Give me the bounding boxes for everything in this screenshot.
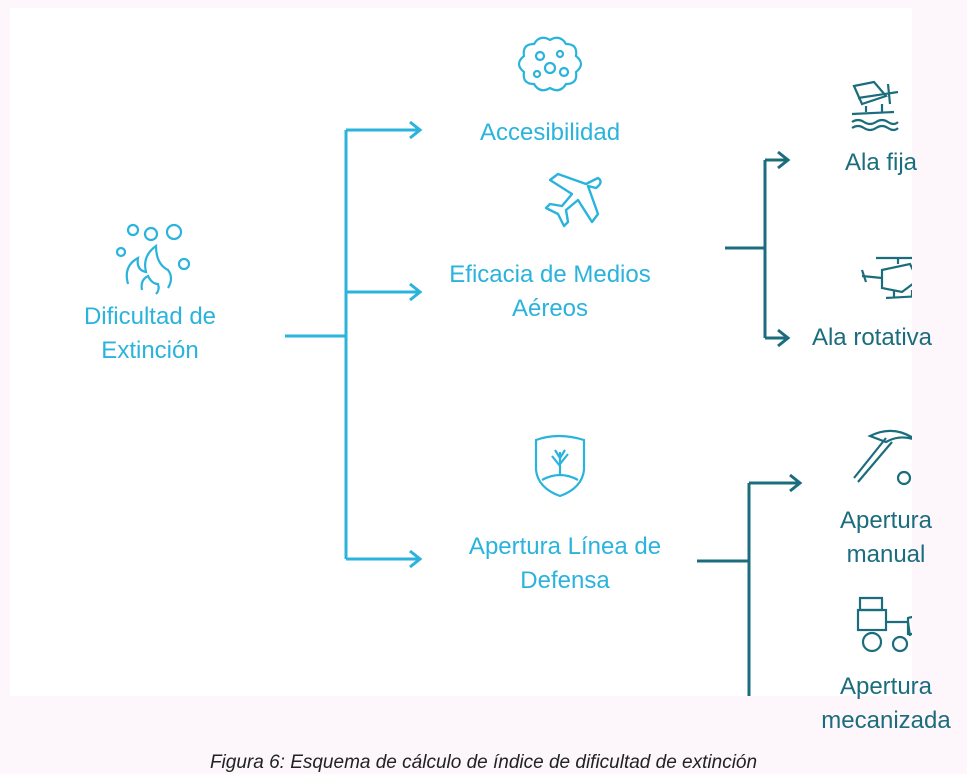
factor-accesibilidad-label: Accesibilidad: [480, 116, 620, 150]
virus-icon: [517, 36, 583, 92]
root-node-label: Dificultad de Extinción: [84, 300, 216, 368]
ala-rotativa-label: Ala rotativa: [812, 321, 932, 355]
seaplane-icon: [851, 80, 899, 132]
defense-label-line2: mecanizada: [821, 707, 951, 734]
factor-medios-aereos-label: Eficacia de Medios Aéreos: [449, 258, 650, 326]
tractor-icon: [856, 596, 912, 653]
diagram-svg: [115, 36, 912, 696]
defense-label-line1: Apertura: [839, 673, 933, 700]
plant-shield-icon: [534, 434, 586, 498]
factor-label-line2: Aéreos: [511, 295, 589, 322]
defense-label-line2: manual: [846, 541, 926, 568]
defense-connectors: [697, 473, 803, 696]
airplane-icon: [544, 172, 602, 228]
pickaxe-icon: [853, 429, 912, 486]
diagram-canvas: Dificultad de Extinción Accesibilidad Ef…: [10, 8, 951, 734]
root-connectors: [285, 120, 423, 569]
aerial-label-line1: Ala fija: [844, 149, 918, 176]
apertura-manual-label: Apertura manual: [840, 504, 932, 572]
factor-label-line2: Defensa: [520, 567, 610, 594]
defense-label-line1: Apertura: [839, 507, 933, 534]
factor-linea-defensa-label: Apertura Línea de Defensa: [469, 530, 661, 598]
figure-caption: Figura 6: Esquema de cálculo de índice d…: [209, 752, 758, 773]
factor-label-line1: Accesibilidad: [479, 119, 621, 146]
root-label-line1: Dificultad de: [83, 303, 217, 330]
factor-label-line1: Eficacia de Medios: [449, 261, 651, 288]
apertura-mecanizada-label: Apertura mecanizada: [821, 670, 950, 738]
ala-fija-label: Ala fija: [845, 146, 917, 180]
root-label-line2: Extinción: [101, 337, 199, 364]
helicopter-icon: [860, 256, 912, 300]
fire-icon: [115, 223, 191, 295]
aerial-connectors: [725, 150, 791, 348]
factor-label-line1: Apertura Línea de: [468, 533, 662, 560]
aerial-label-line1: Ala rotativa: [811, 324, 933, 351]
